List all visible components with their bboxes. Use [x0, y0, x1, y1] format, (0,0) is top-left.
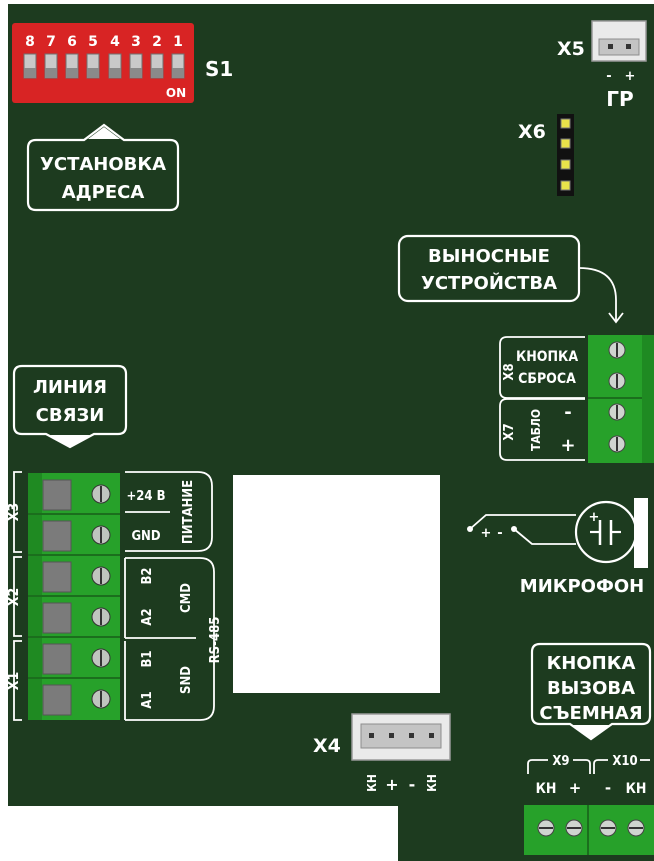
- call-line-2: ВЫЗОВА: [547, 678, 635, 699]
- link-line-1: ЛИНИЯ: [33, 377, 107, 398]
- dip-on-label: ON: [166, 86, 186, 100]
- gnd-label: GND: [131, 529, 160, 544]
- dip-number-2: 2: [152, 34, 162, 50]
- dip-number-7: 7: [46, 34, 56, 50]
- remote-line-1: ВЫНОСНЫЕ: [428, 246, 550, 267]
- x7-name: ТАБЛО: [529, 409, 543, 451]
- left-terminal-blocks: X3 X2 X1 +24 В GND ПИТАНИЕ B2 A2 B1 A1 C…: [6, 471, 223, 721]
- x7-minus: -: [564, 402, 571, 423]
- x10-minus: -: [605, 779, 611, 797]
- mic-minus: -: [497, 526, 502, 541]
- b1-label: B1: [140, 650, 155, 667]
- x1-label: X1: [6, 672, 22, 690]
- remote-devices-callout: ВЫНОСНЫЕ УСТРОЙСТВА: [397, 234, 624, 324]
- cmd-label: CMD: [179, 583, 194, 613]
- connector-x6: X6: [518, 114, 574, 196]
- address-line-2: АДРЕСА: [62, 182, 145, 203]
- dip-switch-s1: 8 7 6 5 4 3 2 1 ON: [12, 23, 194, 103]
- x9-label: X9: [552, 754, 569, 769]
- link-callout: ЛИНИЯ СВЯЗИ: [12, 364, 128, 449]
- snd-label: SND: [179, 666, 194, 694]
- x5-minus: -: [606, 69, 611, 84]
- call-line-1: КНОПКА: [547, 653, 636, 674]
- x4-pin-4: КН: [425, 774, 439, 792]
- address-callout: УСТАНОВКА АДРЕСА: [26, 123, 180, 212]
- x9-kn: КН: [536, 781, 557, 797]
- x5-label: X5: [557, 38, 585, 60]
- x4-pin-2: +: [385, 775, 398, 794]
- dip-number-1: 1: [173, 34, 183, 50]
- microphone: + + - МИКРОФОН: [467, 498, 648, 597]
- remote-line-2: УСТРОЙСТВА: [421, 272, 557, 294]
- mic-plus: +: [481, 526, 492, 541]
- x3-label: X3: [6, 503, 22, 521]
- mic-label: МИКРОФОН: [520, 576, 644, 597]
- x5-plus: +: [625, 69, 636, 84]
- a2-label: A2: [140, 608, 155, 625]
- connector-x5: X5 - + ГР: [557, 20, 647, 111]
- x2-label: X2: [6, 588, 22, 606]
- x4-pin-1: КН: [365, 774, 379, 792]
- dip-number-4: 4: [110, 34, 120, 50]
- x7-label: X7: [502, 423, 517, 440]
- x4-pin-3: -: [409, 775, 416, 794]
- a1-label: A1: [140, 691, 155, 708]
- rs485-label: RS-485: [208, 617, 223, 664]
- link-line-2: СВЯЗИ: [36, 405, 105, 426]
- x7-plus: +: [560, 435, 575, 456]
- mic-cap-plus: +: [589, 510, 600, 525]
- call-line-3: СЪЕМНАЯ: [539, 703, 642, 724]
- plus24-label: +24 В: [126, 489, 165, 504]
- dip-number-6: 6: [67, 34, 77, 50]
- s1-label: S1: [205, 57, 233, 81]
- x4-label: X4: [313, 735, 341, 757]
- x10-label: X10: [612, 754, 637, 769]
- center-cutout: [233, 475, 440, 693]
- dip-number-3: 3: [131, 34, 141, 50]
- terminal-block-x8-x7: X8 КНОПКА СБРОСА X7 ТАБЛО - +: [499, 335, 654, 463]
- dip-number-5: 5: [88, 34, 98, 50]
- power-label: ПИТАНИЕ: [181, 480, 196, 544]
- x9-plus: +: [569, 779, 582, 797]
- connector-x4: X4 КН + - КН: [313, 713, 451, 794]
- x8-label: X8: [502, 363, 517, 380]
- x6-label: X6: [518, 121, 546, 143]
- x5-caption: ГР: [606, 87, 633, 111]
- dip-switch-body: [12, 23, 194, 103]
- x8-line-1: КНОПКА: [516, 349, 578, 365]
- b2-label: B2: [140, 567, 155, 584]
- x8-line-2: СБРОСА: [518, 371, 576, 387]
- address-line-1: УСТАНОВКА: [40, 154, 166, 175]
- terminal-block-x9-x10: X9 X10 КН + - КН: [524, 754, 654, 855]
- call-button-callout: КНОПКА ВЫЗОВА СЪЕМНАЯ: [530, 642, 652, 741]
- dip-number-8: 8: [25, 34, 35, 50]
- x10-kn: КН: [626, 781, 647, 797]
- pcb-board: [8, 4, 654, 861]
